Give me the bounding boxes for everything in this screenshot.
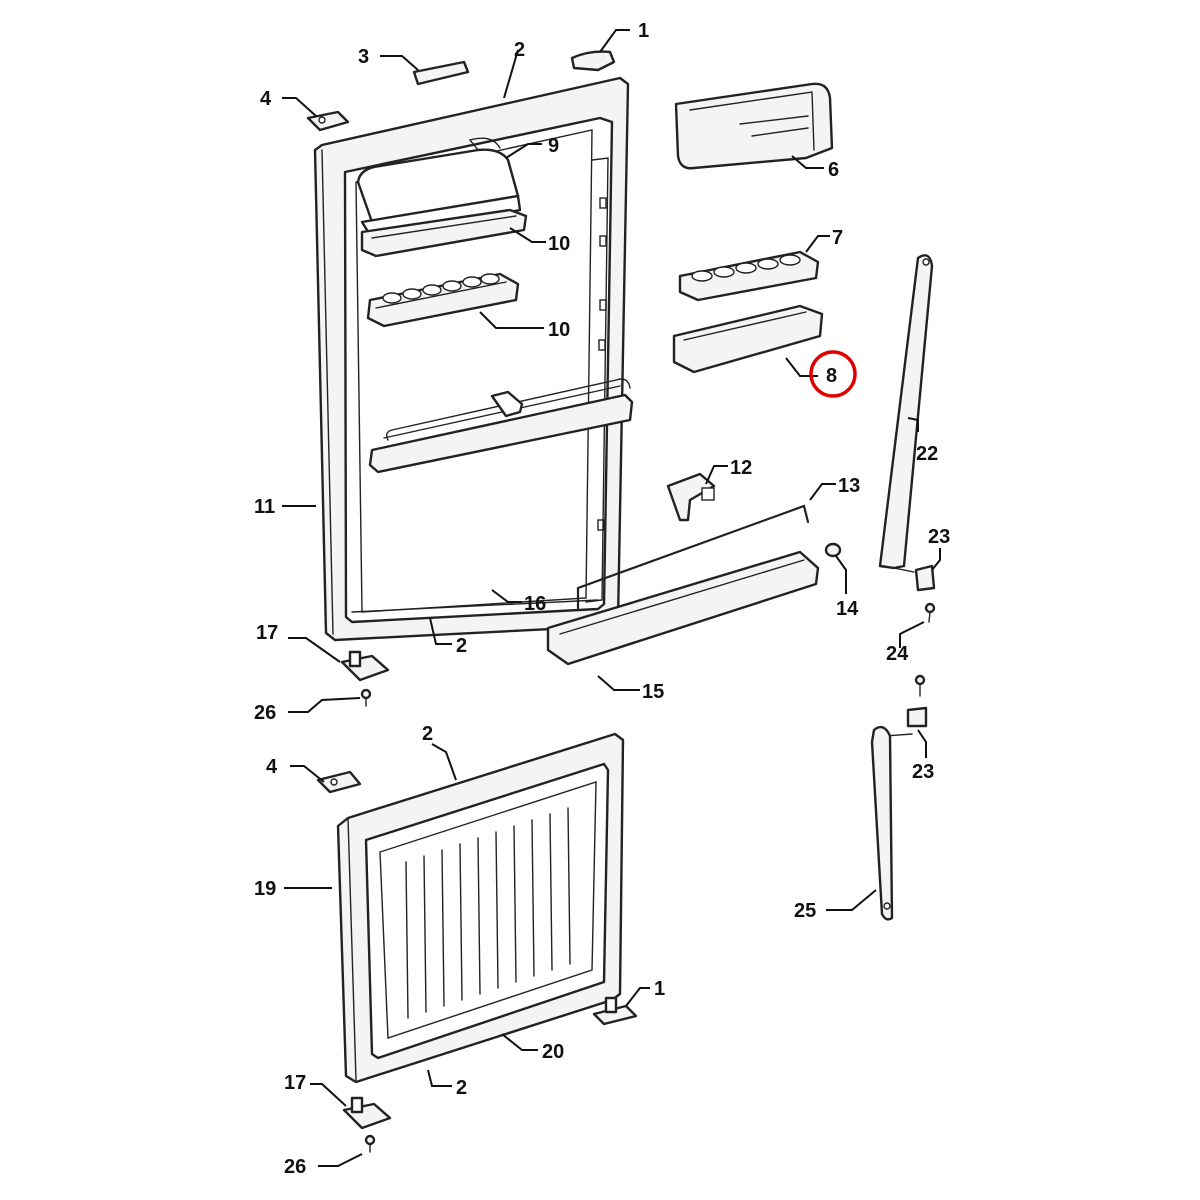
callout-1-top: 1 [638, 20, 649, 42]
shelf-bar-13 [576, 504, 810, 610]
callout-2-top: 2 [514, 39, 525, 61]
door-hinge-pin-17-bottom [342, 1096, 392, 1130]
callout-13: 13 [838, 475, 860, 497]
callout-2-lower: 2 [422, 723, 433, 745]
callout-23-top: 23 [928, 526, 950, 548]
bottom-hinge-cover-1 [592, 996, 638, 1026]
bottle-shelf-15 [546, 550, 820, 666]
door-bottle-shelf [368, 378, 634, 474]
callout-4-top: 4 [260, 88, 272, 110]
door-rail-slots [597, 197, 607, 531]
callout-19: 19 [254, 878, 276, 900]
highlight-ring [809, 350, 857, 398]
callout-2-bottom: 2 [456, 1077, 467, 1099]
screw-24-top [924, 602, 936, 623]
callout-1-lower: 1 [654, 978, 665, 1000]
callout-labels: 1 2 3 4 9 10 10 6 7 8 11 12 13 14 15 16 … [254, 20, 950, 1178]
callout-25: 25 [794, 900, 816, 922]
top-door-stop [306, 110, 350, 132]
callout-2-middle: 2 [456, 635, 467, 657]
callout-10-lower: 10 [548, 319, 570, 341]
callout-15: 15 [642, 681, 664, 703]
callout-17-top: 17 [256, 622, 278, 644]
egg-cups [382, 273, 500, 304]
callout-22: 22 [916, 443, 938, 465]
hinge-rod-22 [878, 254, 934, 570]
shelf-clip-14 [824, 542, 842, 558]
hinge-rod-25 [870, 725, 894, 921]
door-bin-8 [672, 304, 824, 374]
callout-11: 11 [254, 496, 275, 518]
door-handle-insert [412, 60, 470, 86]
callout-8: 8 [826, 365, 837, 387]
hinge-bracket-23-top [883, 564, 936, 592]
callout-20: 20 [542, 1041, 564, 1063]
lower-door-stop-4 [316, 770, 362, 794]
callout-26-bottom: 26 [284, 1156, 306, 1178]
egg-tray-7 [678, 250, 820, 302]
leader-lines [282, 29, 941, 1167]
door-hinge-pin-17-top [340, 650, 390, 682]
screw-24-bottom [914, 674, 926, 697]
callout-24: 24 [886, 643, 909, 665]
door-shelf-upper [360, 208, 528, 258]
callout-4-lower: 4 [266, 756, 278, 778]
screw-26-bottom [364, 1134, 376, 1153]
callout-9: 9 [548, 135, 559, 157]
callout-16: 16 [524, 593, 546, 615]
callout-17-bottom: 17 [284, 1072, 306, 1094]
top-hinge-cover [570, 50, 616, 72]
bar-retainer-12 [666, 472, 716, 522]
callout-14: 14 [836, 598, 859, 620]
callout-26-top: 26 [254, 702, 276, 724]
callout-12: 12 [730, 457, 752, 479]
freezer-door [336, 732, 625, 1084]
freezer-liner-ribs [405, 807, 571, 1019]
callout-7: 7 [832, 227, 843, 249]
callout-10-upper: 10 [548, 233, 570, 255]
callout-23-bottom: 23 [912, 761, 934, 783]
callout-3: 3 [358, 46, 369, 68]
callout-6: 6 [828, 159, 839, 181]
screw-26-top [360, 688, 372, 707]
dairy-bin-6 [674, 82, 834, 170]
door-egg-shelf [366, 272, 520, 328]
